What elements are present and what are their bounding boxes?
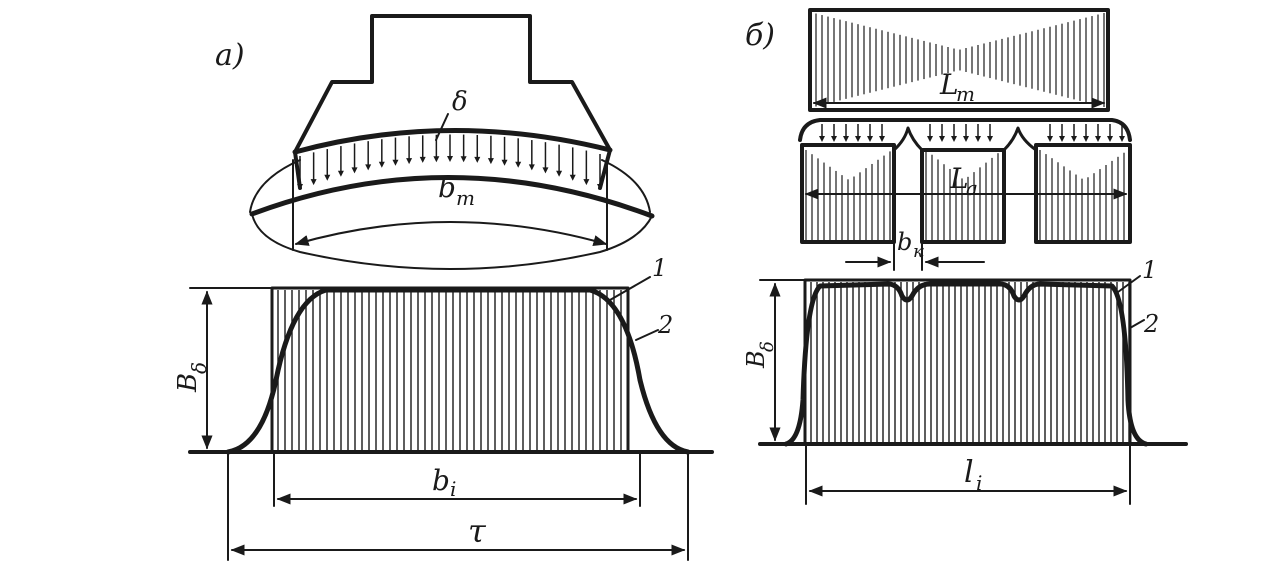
flux-density-sub-b: δ <box>757 341 778 352</box>
flux-arrow-head <box>556 170 563 177</box>
pole-pitch-label: τ <box>468 512 487 550</box>
curve-2-label-b: 2 <box>1143 310 1159 338</box>
flux-arrow-head <box>1107 136 1113 142</box>
flux-density-label-b: B <box>742 350 770 369</box>
flux-arrow-head <box>597 184 603 190</box>
panel-a: а) δ b m B δ <box>173 14 714 561</box>
flux-arrow-head <box>569 174 576 181</box>
pole-width-dimension <box>294 221 608 246</box>
flux-arrow-head <box>1083 136 1089 142</box>
panel-b: б) L m L a b к <box>742 8 1188 505</box>
flux-arrow-head <box>378 161 385 168</box>
curve-2-leader-b <box>1129 319 1145 329</box>
ideal-width-sub: i <box>450 477 456 501</box>
curve-2-leader-a <box>635 329 659 341</box>
flux-arrow-head <box>515 161 522 168</box>
flux-arrow-head <box>1047 136 1053 142</box>
air-gap-flux-arrows <box>297 134 603 190</box>
flux-arrow-head <box>447 156 453 162</box>
pole-length-sub: m <box>956 82 975 106</box>
flux-arrow-head <box>501 159 508 166</box>
flux-arrow-head <box>337 170 344 177</box>
flux-arrow-head <box>406 158 413 165</box>
ideal-length-sub: i <box>976 471 982 495</box>
pole-width-sub: m <box>456 186 475 210</box>
packet-length-sub: a <box>966 176 978 200</box>
duct-width-sub: к <box>913 241 924 262</box>
air-gap-flux-arrows-b <box>819 124 1125 142</box>
flux-arrow-head <box>542 167 549 174</box>
flux-arrow-head <box>867 136 873 142</box>
panel-b-label: б) <box>745 18 775 53</box>
ideal-field-hatching-b <box>810 282 1130 442</box>
pole-hatching <box>815 13 1105 107</box>
flux-arrow-head <box>951 136 957 142</box>
air-gap-band-b <box>798 118 1132 142</box>
pole-shoe-arc <box>292 128 613 155</box>
flux-arrow-head <box>324 174 331 181</box>
flux-arrow-head <box>879 136 885 142</box>
ideal-field-rectangle <box>270 286 630 454</box>
real-field-curve <box>225 287 691 455</box>
flux-arrow-head <box>843 136 849 142</box>
pole-side-arc-right <box>601 159 651 213</box>
flux-arrow-head <box>831 136 837 142</box>
flux-arrow-head <box>365 164 372 171</box>
panel-a-label: а) <box>215 38 245 73</box>
flux-arrow-head <box>474 156 481 163</box>
air-gap-arc <box>249 175 655 219</box>
ideal-length-label: l <box>964 455 974 490</box>
real-field-curve-b <box>783 281 1149 447</box>
flux-arrow-head <box>927 136 933 142</box>
flux-density-sub-a: δ <box>187 362 211 374</box>
flux-arrow-head <box>297 184 303 190</box>
air-gap-leader <box>435 113 449 141</box>
air-gap-label: δ <box>452 87 468 117</box>
flux-arrow-head <box>351 167 358 174</box>
armature-surface-arc <box>251 213 653 270</box>
flux-arrow-head <box>1119 136 1125 142</box>
pole-outline-b <box>808 8 1110 112</box>
ventilation-duct-left <box>892 126 924 152</box>
flux-arrow-head <box>419 156 426 163</box>
flux-arrow-head <box>975 136 981 142</box>
flux-arrow-head <box>987 136 993 142</box>
duct-width-label: b <box>897 228 912 256</box>
flux-arrow-head <box>392 159 399 166</box>
flux-arrow-head <box>855 136 861 142</box>
flux-arrow-head <box>310 179 317 186</box>
flux-arrow-head <box>583 179 590 186</box>
curve-1-label-b: 1 <box>1142 256 1157 284</box>
flux-arrow-head <box>963 136 969 142</box>
curve-1-label-a: 1 <box>652 254 667 282</box>
packet-length-label: L <box>949 162 969 195</box>
ventilation-duct-right <box>1002 126 1038 152</box>
pole-width-label: b <box>438 171 456 204</box>
ideal-field-hatching <box>277 290 622 450</box>
flux-arrow-head <box>1059 136 1065 142</box>
flux-arrow-head <box>819 136 825 142</box>
ideal-width-label: b <box>432 464 450 497</box>
curve-1-leader-b <box>1117 275 1141 293</box>
flux-arrow-head <box>1071 136 1077 142</box>
flux-arrow-head <box>528 164 535 171</box>
flux-density-label-a: B <box>173 373 203 393</box>
flux-arrow-head <box>487 158 494 165</box>
flux-arrow-head <box>939 136 945 142</box>
curve-1-leader-a <box>609 276 651 301</box>
flux-arrow-head <box>1095 136 1101 142</box>
pole-length-label: L <box>939 68 959 101</box>
curve-2-label-a: 2 <box>657 311 673 339</box>
flux-arrow-head <box>460 156 467 163</box>
flux-arrow-head <box>433 156 440 163</box>
